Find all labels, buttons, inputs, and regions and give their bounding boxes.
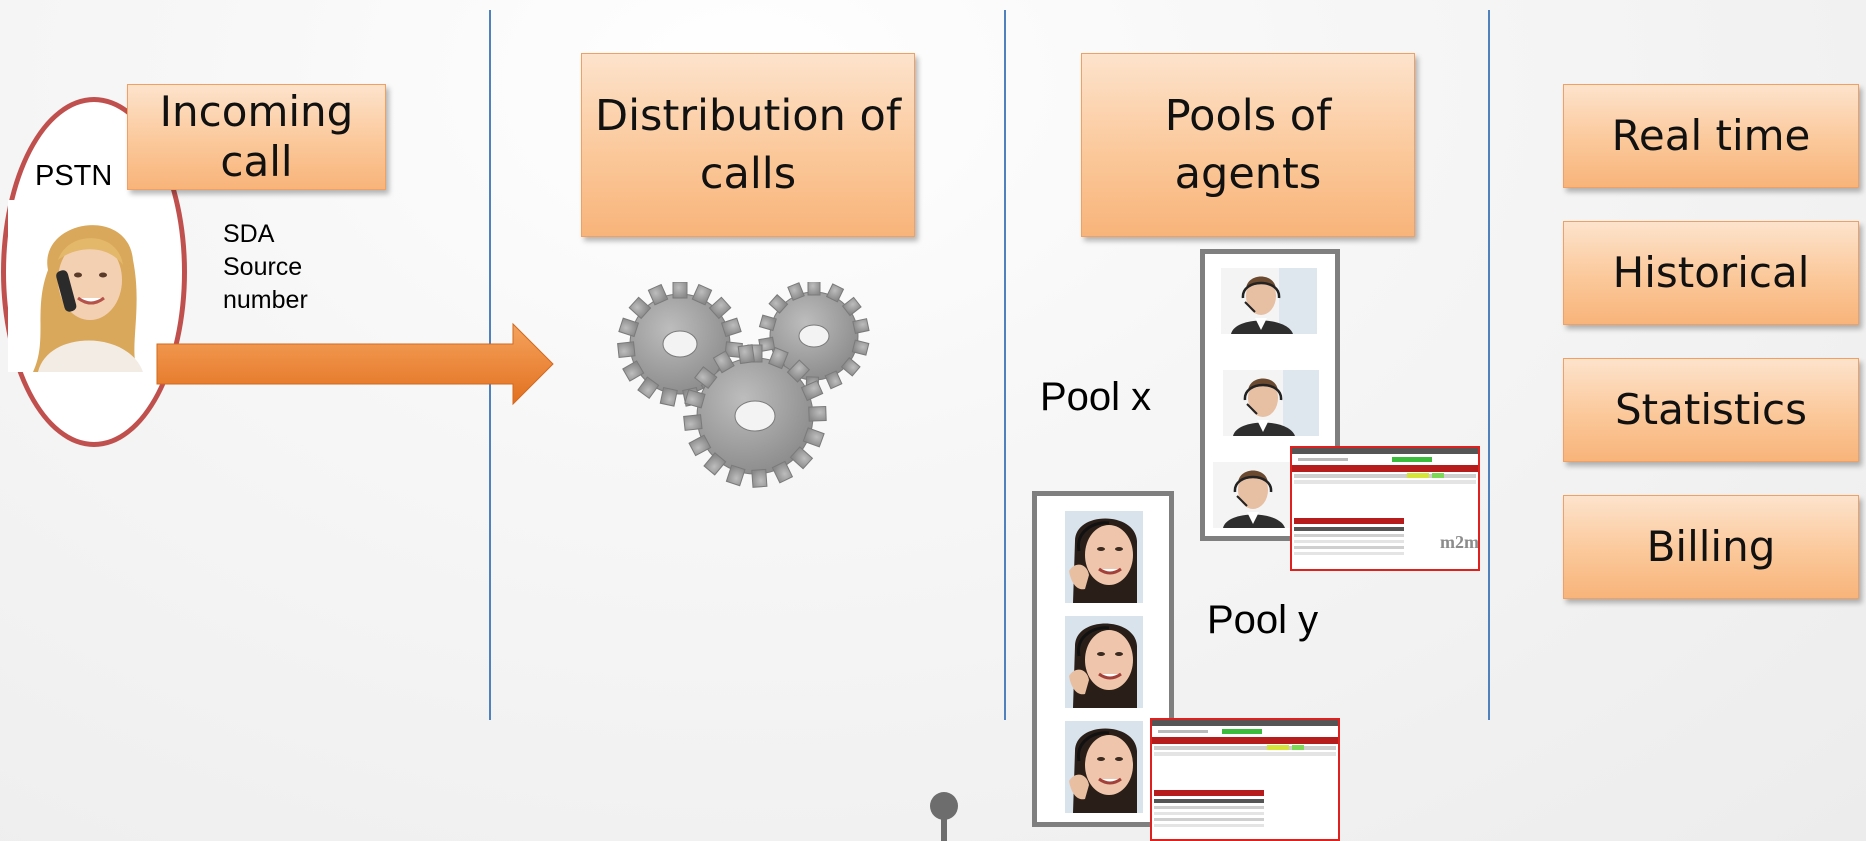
- incoming-call-box: Incoming call: [127, 84, 386, 190]
- report-box-real-time: Real time: [1563, 84, 1859, 188]
- detail-sda: SDA: [223, 220, 275, 248]
- column-divider: [1488, 10, 1490, 720]
- pool-y-frame: [1032, 491, 1174, 827]
- pool-x-frame: [1200, 249, 1340, 541]
- call-arrow: [156, 322, 554, 406]
- report-box-statistics: Statistics: [1563, 358, 1859, 462]
- column-divider: [1004, 10, 1006, 720]
- agent-photo-female: [1065, 616, 1143, 708]
- pstn-label: PSTN: [35, 160, 113, 192]
- agent-photo-female: [1065, 511, 1143, 603]
- agent-photo-male: [1223, 370, 1319, 436]
- supervision-screenshot: [1150, 718, 1340, 841]
- detail-source: Source: [223, 253, 303, 281]
- pool-y-label: Pool y: [1207, 598, 1319, 642]
- report-box-historical: Historical: [1563, 221, 1859, 325]
- pool-x-label: Pool x: [1040, 375, 1152, 419]
- m2m-logo: m2m: [1440, 532, 1479, 552]
- incoming-details: SDA Source number: [223, 218, 308, 317]
- pools-box: Pools of agents: [1081, 53, 1415, 237]
- report-box-billing: Billing: [1563, 495, 1859, 599]
- agent-photo-male: [1221, 268, 1317, 334]
- supervision-screenshot: m2m: [1290, 446, 1480, 571]
- gears-icon: [617, 282, 870, 488]
- distribution-box: Distribution of calls: [581, 53, 915, 237]
- detail-number: number: [223, 286, 308, 314]
- pointer-pin-icon: [930, 792, 958, 841]
- agent-photo-female: [1065, 721, 1143, 813]
- caller-photo: [8, 200, 168, 372]
